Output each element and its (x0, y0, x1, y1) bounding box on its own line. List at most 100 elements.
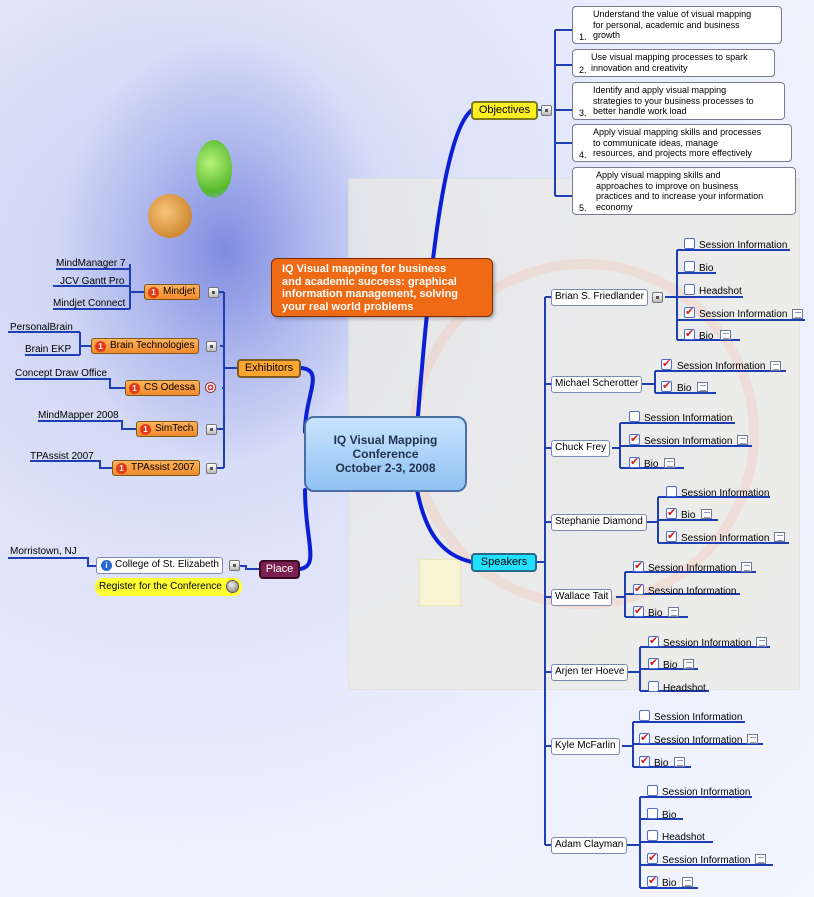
speaker-brian-friedlander[interactable]: Brian S. Friedlander (551, 289, 648, 306)
attachment-icon[interactable] (652, 292, 663, 303)
bio-item[interactable]: Bio (699, 331, 714, 342)
bio-item[interactable]: Bio (654, 758, 669, 769)
checkbox-unchecked[interactable] (684, 284, 695, 295)
product-mindjet-connect[interactable]: Mindjet Connect (53, 298, 126, 309)
venue-city[interactable]: Morristown, NJ (10, 546, 77, 557)
session-information-item[interactable]: Session Information (648, 563, 737, 574)
objectives-topic[interactable]: Objectives (471, 101, 538, 120)
session-information-item[interactable]: Session Information (699, 309, 788, 320)
map-icon[interactable] (206, 341, 217, 352)
objective-5[interactable]: Apply visual mapping skills and approach… (572, 167, 796, 215)
checkbox-checked[interactable] (647, 851, 658, 864)
session-information-item[interactable]: Session Information (654, 735, 743, 746)
checkbox-checked[interactable] (684, 305, 695, 318)
checkbox-unchecked[interactable] (684, 238, 695, 249)
checkbox-checked[interactable] (629, 455, 640, 468)
notes-icon[interactable] (701, 509, 712, 519)
checkbox-checked[interactable] (639, 754, 650, 767)
product-jcv-gantt[interactable]: JCV Gantt Pro (60, 276, 125, 287)
headshot-item[interactable]: Headshot (662, 832, 705, 843)
checkbox-unchecked[interactable] (666, 486, 677, 497)
exhibitors-topic[interactable]: Exhibitors (237, 359, 301, 378)
session-information-item[interactable]: Session Information (681, 488, 770, 499)
product-mindmapper[interactable]: MindMapper 2008 (38, 410, 119, 421)
session-information-item[interactable]: Session Information (662, 855, 751, 866)
objective-1[interactable]: Understand the value of visual mapping f… (572, 6, 782, 44)
notes-icon[interactable] (774, 532, 785, 542)
checkbox-checked[interactable] (647, 874, 658, 887)
objective-3[interactable]: Identify and apply visual mapping strate… (572, 82, 785, 120)
notes-icon[interactable] (756, 637, 767, 647)
checkbox-checked[interactable] (648, 656, 659, 669)
checkbox-unchecked[interactable] (639, 710, 650, 721)
session-information-item[interactable]: Session Information (654, 712, 743, 723)
product-tpassist[interactable]: TPAssist 2007 (30, 451, 94, 462)
checkbox-unchecked[interactable] (684, 261, 695, 272)
notes-icon[interactable] (674, 757, 685, 767)
bio-item[interactable]: Bio (662, 878, 677, 889)
checkbox-checked[interactable] (639, 731, 650, 744)
conference-callout[interactable]: IQ Visual mapping for business and acade… (271, 258, 493, 317)
attachment-icon[interactable] (206, 463, 217, 474)
attachment-icon[interactable] (229, 560, 240, 571)
headshot-item[interactable]: Headshot (699, 286, 742, 297)
bio-item[interactable]: Bio (662, 810, 677, 821)
notes-icon[interactable] (668, 607, 679, 617)
register-link[interactable]: Register for the Conference (95, 578, 242, 596)
attachment-icon[interactable] (206, 424, 217, 435)
session-information-item[interactable]: Session Information (662, 787, 751, 798)
bio-item[interactable]: Bio (699, 263, 714, 274)
session-information-item[interactable]: Session Information (677, 361, 766, 372)
link-icon[interactable] (541, 105, 552, 116)
attachment-icon[interactable] (208, 287, 219, 298)
place-topic[interactable]: Place (259, 560, 300, 579)
speaker-adam-clayman[interactable]: Adam Clayman (551, 837, 628, 854)
bio-item[interactable]: Bio (648, 608, 663, 619)
notes-icon[interactable] (755, 854, 766, 864)
checkbox-checked[interactable] (629, 432, 640, 445)
notes-icon[interactable] (683, 659, 694, 669)
session-information-item[interactable]: Session Information (681, 533, 770, 544)
session-information-item[interactable]: Session Information (663, 638, 752, 649)
speaker-stephanie-diamond[interactable]: Stephanie Diamond (551, 514, 647, 531)
notes-icon[interactable] (747, 734, 758, 744)
bio-item[interactable]: Bio (663, 660, 678, 671)
speaker-chuck-frey[interactable]: Chuck Frey (551, 440, 611, 457)
session-information-item[interactable]: Session Information (648, 586, 737, 597)
bio-item[interactable]: Bio (681, 510, 696, 521)
notes-icon[interactable] (792, 309, 803, 319)
speakers-topic[interactable]: Speakers (471, 553, 537, 572)
objective-2[interactable]: Use visual mapping processes to spark in… (572, 49, 775, 77)
checkbox-checked[interactable] (661, 379, 672, 392)
notes-icon[interactable] (682, 877, 693, 887)
notes-icon[interactable] (741, 562, 752, 572)
objective-4[interactable]: Apply visual mapping skills and processe… (572, 124, 792, 162)
checkbox-checked[interactable] (661, 357, 672, 370)
checkbox-unchecked[interactable] (648, 681, 659, 692)
speaker-kyle-mcfarlin[interactable]: Kyle McFarlin (551, 738, 620, 755)
bio-item[interactable]: Bio (677, 383, 692, 394)
session-information-item[interactable]: Session Information (644, 436, 733, 447)
checkbox-checked[interactable] (666, 506, 677, 519)
product-brain-ekp[interactable]: Brain EKP (25, 344, 72, 355)
checkbox-unchecked[interactable] (629, 411, 640, 422)
product-concept-draw[interactable]: Concept Draw Office (15, 368, 108, 379)
central-topic[interactable]: IQ Visual Mapping Conference October 2-3… (304, 416, 467, 492)
notes-icon[interactable] (720, 330, 731, 340)
notes-icon[interactable] (737, 435, 748, 445)
speaker-arjen-ter-hoeve[interactable]: Arjen ter Hoeve (551, 664, 629, 681)
checkbox-checked[interactable] (633, 582, 644, 595)
checkbox-checked[interactable] (684, 327, 695, 340)
checkbox-checked[interactable] (666, 529, 677, 542)
product-personalbrain[interactable]: PersonalBrain (10, 322, 73, 333)
notes-icon[interactable] (770, 361, 781, 371)
notes-icon[interactable] (697, 382, 708, 392)
speaker-michael-scherotter[interactable]: Michael Scherotter (551, 376, 643, 393)
checkbox-unchecked[interactable] (647, 830, 658, 841)
